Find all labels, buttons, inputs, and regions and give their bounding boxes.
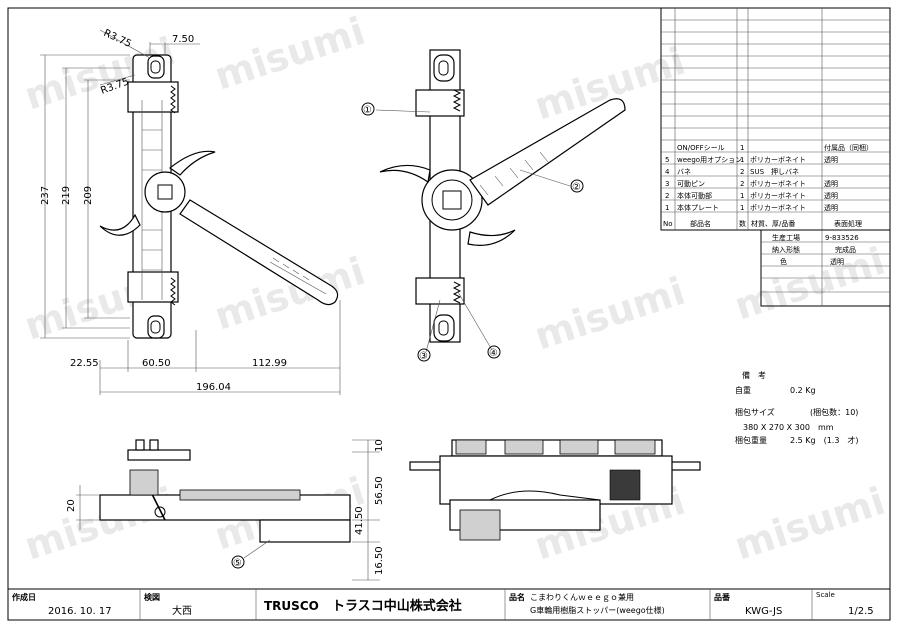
svg-text:材質、厚/品番: 材質、厚/品番	[751, 219, 795, 228]
svg-text:2: 2	[740, 168, 744, 176]
dim-219: 219	[61, 186, 72, 205]
svg-text:3: 3	[665, 180, 669, 188]
created-date: 2016. 10. 17	[48, 606, 112, 617]
svg-text:ポリカーボネイト: ポリカーボネイト	[750, 180, 806, 188]
svg-text:透明: 透明	[824, 204, 838, 212]
svg-text:2: 2	[740, 180, 744, 188]
svg-text:1: 1	[740, 156, 744, 164]
svg-text:misumi: misumi	[529, 269, 690, 359]
svg-text:misumi: misumi	[209, 9, 370, 99]
dim-209: 209	[83, 186, 94, 205]
svg-text:ポリカーボネイト: ポリカーボネイト	[750, 192, 806, 200]
svg-text:付属品（同梱）: 付属品（同梱）	[824, 143, 873, 152]
svg-text:misumi: misumi	[729, 479, 890, 569]
company-name: トラスコ中山株式会社	[332, 598, 462, 614]
dim-196-04: 196.04	[196, 382, 231, 393]
dim-16-50: 16.50	[374, 546, 385, 575]
svg-text:透明: 透明	[824, 192, 838, 200]
svg-text:4: 4	[665, 168, 670, 176]
svg-text:表面処理: 表面処理	[834, 219, 862, 228]
svg-text:透明: 透明	[824, 156, 838, 164]
svg-text:生産工場: 生産工場	[772, 233, 800, 242]
svg-text:品番: 品番	[714, 592, 731, 602]
svg-text:1: 1	[740, 144, 744, 152]
svg-text:部品名: 部品名	[690, 219, 711, 228]
dim-10: 10	[374, 439, 385, 452]
parts-table: ON/OFFシール 1 付属品（同梱） 5 weego用オプション 1 ポリカー…	[660, 7, 891, 307]
svg-text:ポリカーボネイト: ポリカーボネイト	[750, 156, 806, 164]
svg-text:0.2 Kg: 0.2 Kg	[790, 386, 816, 395]
svg-text:380 X 270 X 300 mm: 380 X 270 X 300 mm	[743, 423, 834, 432]
svg-text:可動ピン: 可動ピン	[677, 179, 705, 188]
svg-text:5: 5	[665, 156, 669, 164]
svg-text:misumi: misumi	[729, 239, 890, 329]
svg-text:本体プレート: 本体プレート	[677, 203, 719, 212]
svg-text:ポリカーボネイト: ポリカーボネイト	[750, 204, 806, 212]
svg-text:作成日: 作成日	[12, 592, 36, 602]
svg-text:9-833526: 9-833526	[825, 234, 859, 242]
callout-1: ①	[363, 105, 372, 116]
brand-logo: TRUSCO	[264, 599, 319, 613]
svg-text:1: 1	[665, 204, 669, 212]
part-number: KWG-JS	[745, 606, 782, 617]
svg-text:梱包サイズ: 梱包サイズ	[735, 407, 775, 417]
svg-text:1: 1	[740, 192, 744, 200]
title-block: 作成日 2016. 10. 17 検図 大西 TRUSCO トラスコ中山株式会社…	[7, 588, 891, 621]
notes-title: 備 考	[742, 370, 766, 380]
checker: 大西	[172, 604, 192, 617]
dim-7-50: 7.50	[172, 34, 194, 45]
product-name-1: こまわりくんｗｅｅｇｏ兼用	[530, 592, 634, 602]
svg-text:SUS 押しバネ: SUS 押しバネ	[750, 167, 799, 176]
dim-237: 237	[40, 186, 51, 205]
notes: 備 考 自重 0.2 Kg 梱包サイズ (梱包数：10) 380 X 270 X…	[735, 370, 859, 445]
product-name-2: G車輪用樹脂ストッパー(weego仕様)	[530, 605, 665, 615]
svg-text:納入形態: 納入形態	[772, 245, 800, 254]
callout-3: ③	[419, 351, 428, 362]
callout-4: ④	[489, 348, 498, 359]
svg-text:数: 数	[739, 219, 746, 228]
svg-text:透明: 透明	[830, 258, 844, 266]
svg-text:梱包重量: 梱包重量	[735, 435, 767, 445]
callout-5: ⑤	[233, 558, 242, 569]
svg-text:色: 色	[780, 257, 787, 266]
svg-text:完成品: 完成品	[835, 245, 856, 254]
row-name: ON/OFFシール	[677, 144, 725, 152]
svg-text:2.5 Kg (1.3 才): 2.5 Kg (1.3 才)	[790, 435, 859, 445]
svg-text:検図: 検図	[144, 592, 160, 602]
dim-56-50: 56.50	[374, 476, 385, 505]
svg-text:2: 2	[665, 192, 669, 200]
svg-text:Scale: Scale	[816, 591, 835, 599]
svg-text:バネ: バネ	[677, 168, 691, 176]
top-view	[409, 439, 701, 541]
svg-text:weego用オプション: weego用オプション	[677, 156, 742, 164]
svg-text:本体可動部: 本体可動部	[677, 191, 712, 200]
side-view: ⑤ 10 56.50 41.50 16.50 20	[66, 439, 385, 581]
dim-60-50: 60.50	[142, 358, 171, 369]
svg-text:No: No	[663, 220, 673, 228]
scale-value: 1/2.5	[848, 606, 874, 617]
callout-2: ②	[572, 182, 581, 193]
dim-20: 20	[66, 499, 77, 512]
rear-view: ① ② ③ ④	[361, 49, 626, 362]
svg-text:透明: 透明	[824, 180, 838, 188]
dim-41-50: 41.50	[354, 506, 365, 535]
front-view: 237 219 209 22.55 60.50 112.99 196.04 7.…	[40, 28, 341, 395]
svg-text:1: 1	[740, 204, 744, 212]
dim-22-55: 22.55	[70, 358, 99, 369]
svg-text:自重: 自重	[735, 385, 751, 395]
dim-112-99: 112.99	[252, 358, 287, 369]
svg-text:品名: 品名	[509, 592, 525, 602]
svg-text:(梱包数：10): (梱包数：10)	[810, 407, 858, 417]
